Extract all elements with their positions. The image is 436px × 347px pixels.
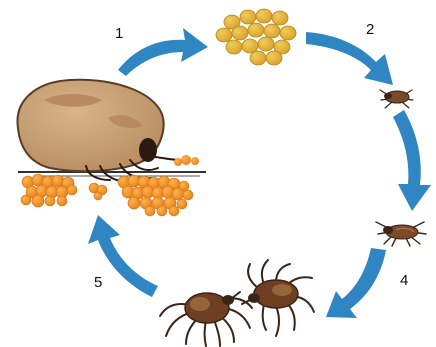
arrow-2 <box>306 32 393 85</box>
step-number-1: 1 <box>115 25 123 42</box>
engorged-female-tick <box>17 80 206 182</box>
larva-tick <box>380 90 413 108</box>
eggs-cluster <box>216 9 296 65</box>
nymph-tick <box>376 222 426 246</box>
adult-tick-right <box>242 260 314 336</box>
step-number-2: 2 <box>366 21 374 38</box>
step-number-4: 4 <box>400 272 408 289</box>
arrow-3 <box>393 110 431 211</box>
step-number-5: 5 <box>94 274 102 291</box>
adult-tick-left <box>160 292 252 346</box>
arrow-1 <box>118 28 208 76</box>
arrow-4 <box>326 248 386 318</box>
